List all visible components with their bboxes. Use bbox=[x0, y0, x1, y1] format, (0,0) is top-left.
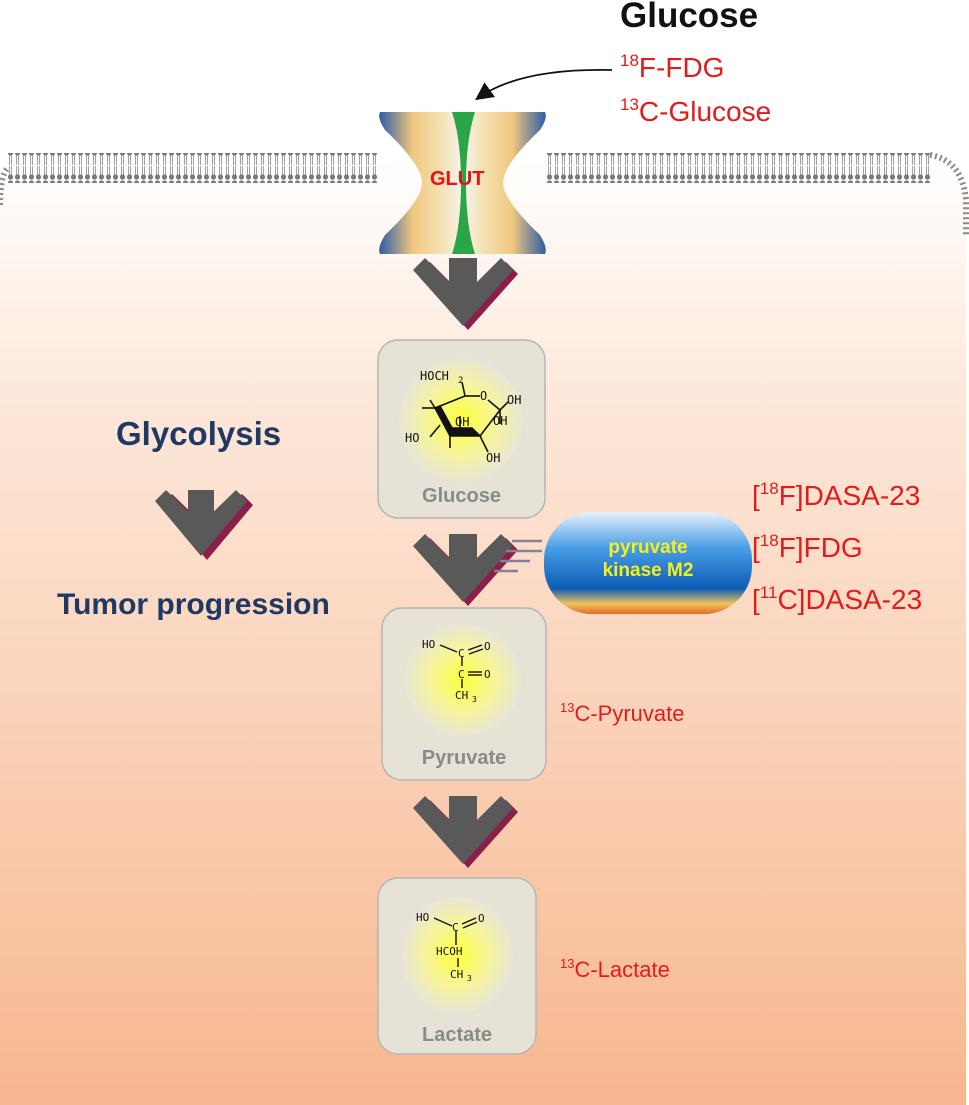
glucose-structure-text: HOCH 2 O OH OH OH HO OH bbox=[405, 369, 521, 465]
tracer-11c-dasa-23: [11C]DASA-23 bbox=[752, 583, 923, 615]
svg-text:C: C bbox=[458, 647, 465, 660]
tracer-18f-dasa-23: [18F]DASA-23 bbox=[752, 479, 921, 511]
tracer-13c-glucose: 13C-Glucose bbox=[620, 95, 772, 127]
svg-text:CH: CH bbox=[450, 968, 463, 981]
svg-text:3: 3 bbox=[472, 695, 477, 704]
svg-text:CH: CH bbox=[455, 689, 468, 702]
tracer-18f-fdg: 18F-FDG bbox=[620, 51, 725, 83]
svg-text:OH: OH bbox=[493, 414, 507, 428]
glucose-box-label: Glucose bbox=[422, 485, 501, 507]
svg-text:C: C bbox=[452, 921, 459, 934]
uptake-arrow bbox=[475, 68, 613, 101]
svg-text:HO: HO bbox=[422, 638, 435, 651]
arrow-glut-to-glucose bbox=[413, 258, 518, 330]
svg-text:OH: OH bbox=[507, 393, 521, 407]
svg-text:O: O bbox=[484, 640, 491, 653]
inhibition-mark bbox=[494, 539, 542, 573]
glucose-structure bbox=[422, 381, 509, 453]
glut-transporter bbox=[379, 112, 546, 254]
svg-text:HCOH: HCOH bbox=[436, 945, 463, 958]
svg-text:HO: HO bbox=[405, 431, 419, 445]
svg-text:O: O bbox=[480, 389, 487, 403]
pyruvate-kinase-m2 bbox=[544, 512, 752, 614]
lactate-structure bbox=[433, 917, 478, 967]
lactate-box bbox=[377, 877, 537, 1055]
pyruvate-structure-text: HO C O C O CH 3 bbox=[422, 638, 491, 704]
diagram-title: Glucose bbox=[620, 0, 759, 35]
tracer-18f-fdg-pk: [18F]FDG bbox=[752, 531, 863, 563]
svg-text:2: 2 bbox=[458, 376, 463, 386]
svg-text:O: O bbox=[484, 668, 491, 681]
arrow-glucose-to-pyruvate bbox=[413, 534, 518, 606]
cell-membrane bbox=[0, 152, 969, 235]
svg-text:O: O bbox=[478, 912, 485, 925]
pyruvate-box-label: Pyruvate bbox=[421, 747, 507, 769]
tracer-13c-lactate: 13C-Lactate bbox=[560, 956, 670, 982]
svg-text:OH: OH bbox=[486, 451, 500, 465]
lactate-structure-text: HO C O HCOH CH 3 bbox=[416, 911, 485, 983]
lactate-box-label: Lactate bbox=[421, 1024, 493, 1046]
glut-label: GLUT bbox=[430, 168, 485, 190]
pyruvate-structure bbox=[439, 644, 484, 688]
pyruvate-kinase-label: pyruvate kinase M2 bbox=[602, 537, 694, 581]
arrow-glycolysis-to-tumor bbox=[155, 490, 253, 560]
svg-text:HOCH: HOCH bbox=[420, 369, 449, 383]
svg-text:HO: HO bbox=[416, 911, 429, 924]
tracer-13c-pyruvate: 13C-Pyruvate bbox=[560, 700, 685, 726]
arrow-pyruvate-to-lactate bbox=[413, 796, 518, 868]
glycolysis-label: Glycolysis bbox=[116, 415, 282, 452]
svg-text:3: 3 bbox=[467, 974, 472, 983]
svg-text:C: C bbox=[458, 668, 465, 681]
tumor-progression-label: Tumor progression bbox=[57, 588, 330, 621]
pyruvate-box bbox=[381, 607, 547, 781]
svg-text:OH: OH bbox=[455, 415, 469, 429]
